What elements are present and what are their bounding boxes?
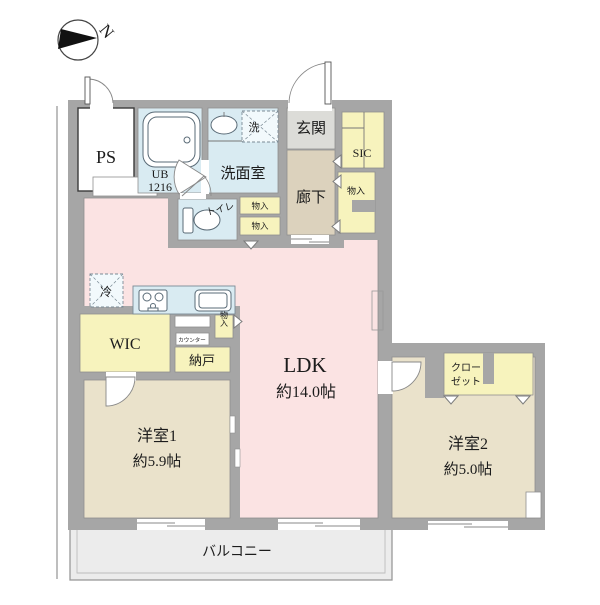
room-storage-upper bbox=[239, 196, 281, 215]
wic-door-swing bbox=[105, 376, 136, 407]
label-ub-size: 1216 bbox=[148, 180, 172, 194]
wic-door-gap bbox=[106, 372, 136, 381]
room1-sliding-door-b bbox=[234, 448, 241, 468]
label-genkan: 玄関 bbox=[296, 120, 326, 137]
label-sic: SIC bbox=[353, 146, 372, 160]
label-counter: カウンター bbox=[178, 336, 206, 344]
entrance-door-leaf bbox=[324, 61, 332, 105]
label-storage-lower: 物入 bbox=[251, 221, 269, 231]
room2-door-gap bbox=[378, 361, 393, 394]
label-ps: PS bbox=[96, 147, 116, 167]
room-storage-small bbox=[214, 314, 234, 339]
compass-n-label: N bbox=[95, 21, 117, 43]
label-wic: WIC bbox=[109, 336, 140, 353]
storage-right-divider bbox=[352, 200, 375, 212]
compass-north: N bbox=[57, 19, 118, 61]
room-nando bbox=[174, 346, 231, 373]
room-storage-lower bbox=[239, 216, 281, 236]
room1-sliding-door-a bbox=[229, 415, 236, 434]
label-ldk: LDK bbox=[283, 353, 326, 377]
side-window-recess bbox=[525, 491, 542, 519]
counter-box bbox=[175, 332, 210, 346]
entrance-door-arc bbox=[288, 62, 331, 104]
room-wic bbox=[79, 313, 171, 373]
room-genkan bbox=[286, 107, 336, 150]
fridge-space bbox=[89, 273, 124, 308]
balcony-window-room1 bbox=[137, 519, 205, 530]
washer-space bbox=[241, 110, 279, 143]
room-corridor bbox=[286, 149, 336, 236]
storage-small-chevron bbox=[233, 313, 243, 330]
balcony-window-ldk bbox=[278, 519, 360, 530]
label-corridor: 廊下 bbox=[296, 189, 326, 206]
toilet-icon bbox=[182, 207, 221, 234]
label-ldk-area: 約14.0帖 bbox=[276, 383, 336, 401]
storage-lower-right-chevron bbox=[331, 218, 341, 235]
doors-and-windows bbox=[84, 61, 532, 531]
label-room2-area: 約5.0帖 bbox=[444, 461, 493, 478]
storage-right-chevron bbox=[332, 173, 342, 190]
label-room1-area: 約5.9帖 bbox=[133, 453, 182, 470]
label-closet-2: ゼット bbox=[451, 376, 481, 388]
toilet-door-arc bbox=[203, 175, 212, 197]
window-room2 bbox=[428, 521, 508, 531]
toilet-door-gap bbox=[180, 193, 206, 199]
closet-divider bbox=[483, 353, 494, 384]
labels: PS UB 1216 洗面室 洗 玄関 SIC 廊下 物入 物入 物入 トイレ … bbox=[96, 120, 492, 560]
compass-needle-icon bbox=[58, 29, 97, 49]
room2-door-swing bbox=[391, 361, 422, 392]
label-nando: 納戸 bbox=[189, 353, 215, 368]
label-room1: 洋室1 bbox=[137, 427, 177, 445]
closet-chevron-right bbox=[514, 395, 532, 405]
label-balcony: バルコニー bbox=[202, 545, 272, 560]
label-closet-1: クロー bbox=[451, 362, 481, 374]
label-washer: 洗 bbox=[249, 121, 260, 134]
entrance-door-gap bbox=[288, 100, 332, 111]
closet-chevron-left bbox=[442, 395, 460, 405]
label-room2: 洋室2 bbox=[448, 435, 488, 453]
ps-door-leaf bbox=[84, 76, 91, 105]
kitchen-counter bbox=[132, 285, 236, 315]
label-fridge: 冷 bbox=[100, 285, 112, 299]
sic-opening-chevron bbox=[332, 153, 342, 170]
washbasin-icon bbox=[208, 112, 242, 142]
ldk-pillar-outline bbox=[371, 290, 384, 331]
label-storage-upper: 物入 bbox=[251, 201, 269, 211]
ub-door-swing bbox=[173, 159, 207, 195]
ps-door-arc bbox=[88, 78, 114, 104]
toilet-door-leaf bbox=[181, 175, 205, 197]
ps-door-gap bbox=[90, 100, 113, 111]
closet-left-wall bbox=[425, 348, 444, 398]
bathtub-icon bbox=[142, 111, 201, 168]
nando-open-shelf bbox=[174, 315, 211, 328]
storage-down-chevron bbox=[242, 240, 260, 250]
label-storage-small: 物入 bbox=[220, 310, 229, 327]
label-storage-right: 物入 bbox=[347, 185, 365, 196]
balcony bbox=[69, 527, 393, 581]
label-washroom: 洗面室 bbox=[220, 165, 265, 182]
room-sic bbox=[341, 111, 385, 169]
label-ub: UB bbox=[152, 167, 169, 181]
